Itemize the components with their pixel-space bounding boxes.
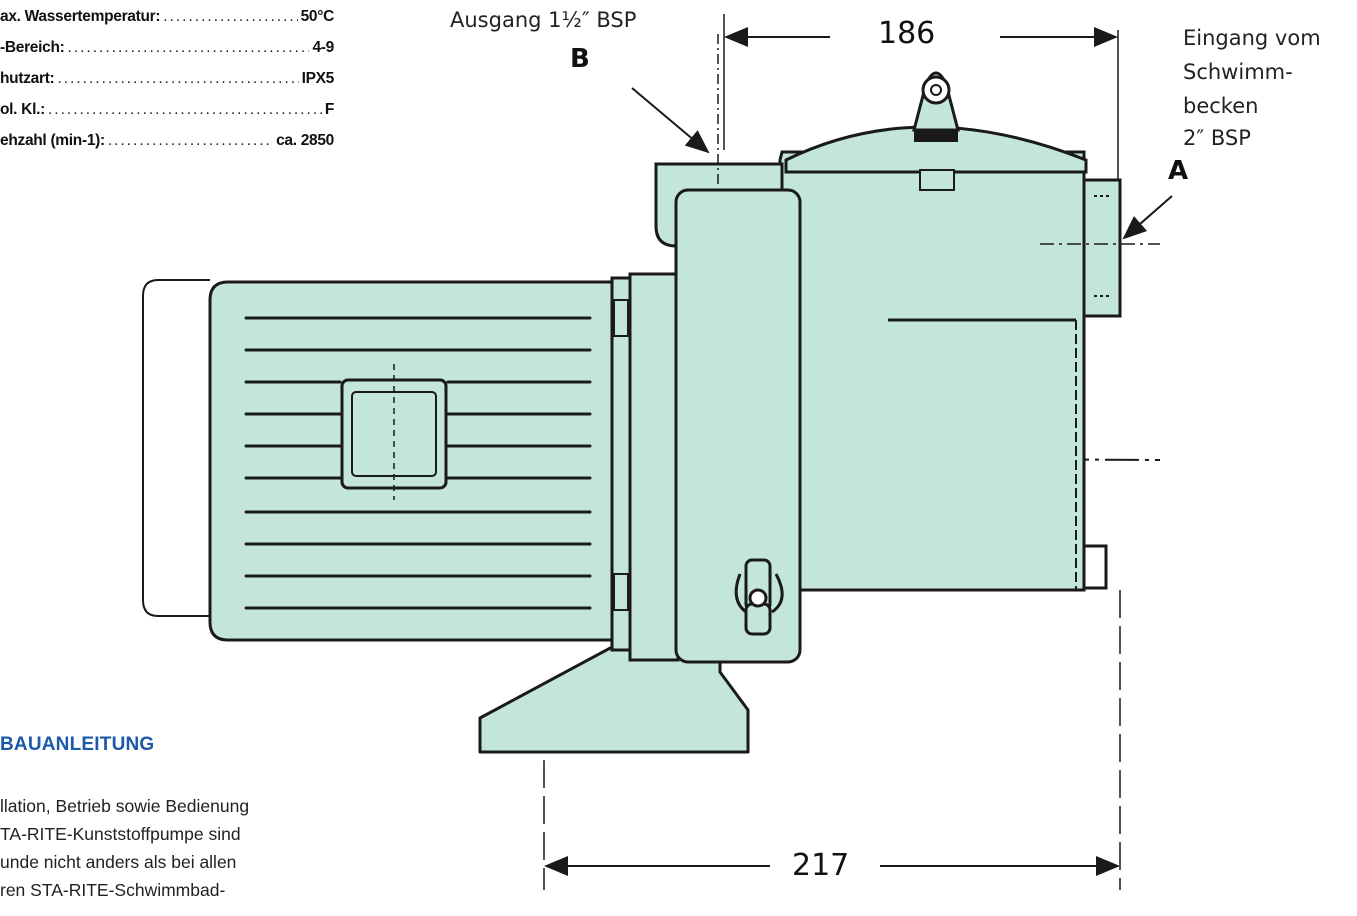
inlet-label-line3: becken — [1183, 94, 1259, 118]
spec-label: ehzahl (min-1): — [0, 132, 105, 149]
spec-label: ol. Kl.: — [0, 101, 45, 118]
outlet-letter: B — [570, 44, 590, 74]
spec-value: ca. 2850 — [276, 132, 334, 149]
spec-row: hutzart: IPX5 — [0, 70, 334, 101]
body-line: TA-RITE-Kunststoffpumpe sind — [0, 824, 241, 844]
strainer-housing — [778, 150, 1086, 606]
body-line: unde nicht anders als bei allen — [0, 852, 237, 872]
body-line: llation, Betrieb sowie Bedienung — [0, 796, 250, 816]
spec-value: 50°C — [300, 8, 335, 25]
drain-plug — [1082, 544, 1108, 590]
spec-label: ax. Wassertemperatur: — [0, 8, 161, 25]
wing-nut-icon — [734, 558, 784, 636]
spec-table: ax. Wassertemperatur: 50°C -Bereich: 4-9… — [0, 8, 334, 163]
spec-label: hutzart: — [0, 70, 55, 87]
dimension-186: 186 — [872, 16, 942, 51]
dimension-217: 217 — [786, 848, 856, 883]
inlet-label-line1: Eingang vom — [1183, 26, 1321, 50]
body-line: ren STA-RITE-Schwimmbad- — [0, 880, 226, 900]
motor-end-cap — [142, 279, 210, 617]
motor-adapter-plate — [628, 272, 680, 662]
section-heading: BAUANLEITUNG — [0, 734, 155, 755]
flange-bolt-top — [613, 299, 629, 337]
spec-row: ehzahl (min-1): ca. 2850 — [0, 132, 334, 163]
spec-value: F — [324, 101, 334, 118]
spec-value: 4-9 — [312, 39, 334, 56]
spec-row: ax. Wassertemperatur: 50°C — [0, 8, 334, 39]
body-paragraph: llation, Betrieb sowie Bedienung TA-RITE… — [0, 792, 340, 904]
spec-row: ol. Kl.: F — [0, 101, 334, 132]
pump-casing — [674, 188, 802, 664]
inlet-leader — [1122, 195, 1173, 240]
inlet-letter: A — [1168, 156, 1189, 186]
spec-value: IPX5 — [301, 70, 335, 87]
spec-row: -Bereich: 4-9 — [0, 39, 334, 70]
inlet-label-line2: Schwimm- — [1183, 60, 1293, 84]
outlet-leader — [631, 87, 710, 154]
inlet-nozzle — [1082, 178, 1122, 318]
inlet-label-line4: 2″ BSP — [1183, 126, 1251, 150]
spec-label: -Bereich: — [0, 39, 65, 56]
outlet-label: Ausgang 1½″ BSP — [450, 8, 637, 32]
motor-cooling-fins — [244, 316, 592, 610]
flange-bolt-bottom — [613, 573, 629, 611]
